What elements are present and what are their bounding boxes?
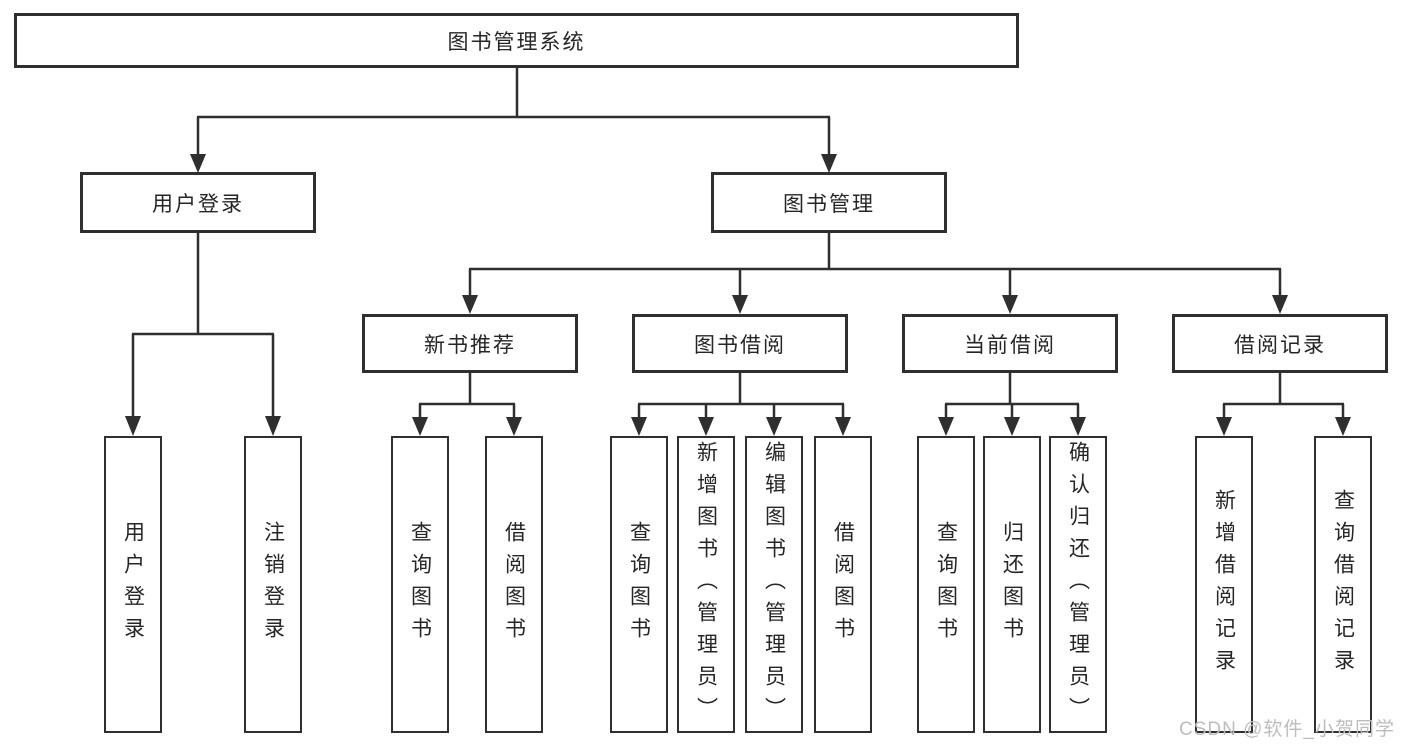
leaf-add-borrow-record-label: 新增借阅记录	[1212, 488, 1236, 681]
node-current-borrowing: 当前借阅	[902, 314, 1118, 373]
leaf-borrow-books-recommend: 借阅图书	[485, 436, 543, 733]
leaf-borrow-books-recommend-label: 借阅图书	[502, 520, 526, 649]
leaf-query-books-current-label: 查询图书	[934, 520, 958, 649]
leaf-query-books-borrowing-label: 查询图书	[627, 520, 651, 649]
node-borrowing-records: 借阅记录	[1172, 314, 1388, 373]
leaf-add-borrow-record: 新增借阅记录	[1195, 436, 1253, 733]
leaf-confirm-return-admin: 确认归还（管理员）	[1049, 436, 1107, 733]
node-new-book-recommendation: 新书推荐	[362, 314, 578, 373]
leaf-logout-label: 注销登录	[261, 520, 285, 649]
node-user-login-label: 用户登录	[152, 192, 244, 216]
leaf-query-books-recommend-label: 查询图书	[408, 520, 432, 649]
node-user-login: 用户登录	[80, 172, 316, 233]
leaf-confirm-return-admin-label: 确认归还（管理员）	[1066, 440, 1090, 729]
node-library-system: 图书管理系统	[14, 13, 1019, 68]
leaf-query-books-current: 查询图书	[917, 436, 975, 733]
leaf-edit-books-admin-label: 编辑图书（管理员）	[762, 440, 786, 729]
leaf-borrow-books-label: 借阅图书	[831, 520, 855, 649]
node-book-management: 图书管理	[711, 172, 947, 233]
leaf-add-books-admin: 新增图书（管理员）	[677, 436, 735, 733]
leaf-borrow-books: 借阅图书	[814, 436, 872, 733]
leaf-user-login: 用户登录	[104, 436, 162, 733]
leaf-user-login-label: 用户登录	[121, 520, 145, 649]
node-borrowing-records-label: 借阅记录	[1234, 333, 1326, 357]
node-book-borrowing-label: 图书借阅	[694, 333, 786, 357]
leaf-edit-books-admin: 编辑图书（管理员）	[745, 436, 803, 733]
node-book-borrowing: 图书借阅	[632, 314, 848, 373]
leaf-query-books-borrowing: 查询图书	[610, 436, 668, 733]
leaf-logout: 注销登录	[244, 436, 302, 733]
node-current-borrowing-label: 当前借阅	[964, 333, 1056, 357]
node-library-system-label: 图书管理系统	[447, 30, 586, 54]
leaf-query-borrow-record: 查询借阅记录	[1314, 436, 1372, 733]
leaf-return-books-label: 归还图书	[1000, 520, 1024, 649]
node-book-management-label: 图书管理	[783, 192, 875, 216]
leaf-return-books: 归还图书	[983, 436, 1041, 733]
leaf-add-books-admin-label: 新增图书（管理员）	[694, 440, 718, 729]
leaf-query-borrow-record-label: 查询借阅记录	[1331, 488, 1355, 681]
csdn-watermark: CSDN @软件_小贺同学	[1179, 719, 1395, 740]
leaf-query-books-recommend: 查询图书	[391, 436, 449, 733]
node-new-book-recommendation-label: 新书推荐	[424, 333, 516, 357]
